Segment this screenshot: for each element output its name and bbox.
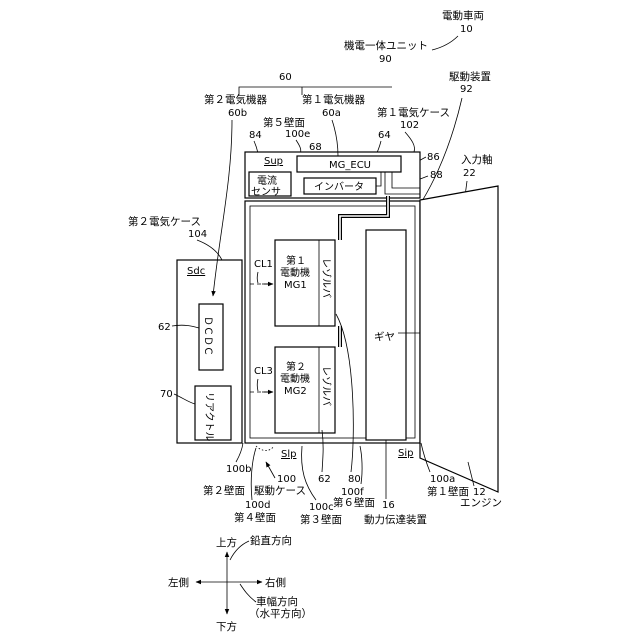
label-drive-device-num: 92 xyxy=(460,84,473,95)
label-wall3: 第３壁面 xyxy=(300,513,342,526)
label-case2: 第２電気ケース xyxy=(128,215,201,228)
label-80: 80 xyxy=(348,474,361,485)
label-84: 84 xyxy=(249,130,262,141)
label-wall4: 第４壁面 xyxy=(234,511,276,524)
label-elec1-num: 60a xyxy=(322,108,341,119)
label-86: 86 xyxy=(427,152,440,163)
label-power-trans: 動力伝達装置 xyxy=(364,513,427,526)
label-62b: 62 xyxy=(318,474,331,485)
label-current-2: センサ xyxy=(251,186,281,198)
label-up: 上方 xyxy=(216,536,237,549)
label-mg1-a: 第１ xyxy=(286,254,306,267)
label-drive-device: 駆動装置 xyxy=(449,70,491,83)
label-16: 16 xyxy=(382,500,395,511)
label-case1: 第１電気ケース xyxy=(377,106,450,119)
label-resolver-1: レゾルバ xyxy=(320,258,332,298)
label-dcdc: ＤＣＤＣ xyxy=(202,316,213,356)
label-gear: ギヤ xyxy=(374,331,395,343)
label-sup: Sup xyxy=(264,156,283,167)
label-elec2-num: 60b xyxy=(228,108,247,119)
leader-case1 xyxy=(405,132,415,152)
label-mg2-a: 第２ xyxy=(286,360,306,373)
label-64: 64 xyxy=(378,130,391,141)
dotted-100d xyxy=(256,446,274,451)
label-left: 左側 xyxy=(168,576,189,589)
label-elec1: 第１電気機器 xyxy=(302,93,365,106)
leader-width-dir xyxy=(240,584,256,602)
label-wall2: 第２壁面 xyxy=(203,484,245,497)
label-mg-ecu: MG_ECU xyxy=(329,160,371,171)
label-88: 88 xyxy=(430,170,443,181)
label-70: 70 xyxy=(160,389,173,400)
label-mg2-b: 電動機 xyxy=(280,372,310,385)
label-down: 下方 xyxy=(216,620,237,633)
label-right: 右側 xyxy=(265,576,286,589)
label-sip: Sip xyxy=(398,448,413,459)
label-60: 60 xyxy=(279,72,292,83)
label-input-shaft-num: 22 xyxy=(463,168,476,179)
label-elec2: 第２電気機器 xyxy=(204,93,267,106)
label-sdc: Sdc xyxy=(187,266,205,277)
label-cl3: CL3 xyxy=(254,366,273,377)
label-62: 62 xyxy=(158,322,171,333)
label-68: 68 xyxy=(309,142,322,153)
label-width-dir: 車幅方向 xyxy=(256,595,298,608)
label-vertical: 鉛直方向 xyxy=(250,534,292,547)
label-wall5-num: 100e xyxy=(285,129,310,140)
label-engine: エンジン xyxy=(460,497,502,509)
label-current-1: 電流 xyxy=(257,174,277,187)
label-slp: Slp xyxy=(281,449,296,460)
leader-wall2 xyxy=(236,443,243,462)
label-drive-case: 駆動ケース xyxy=(254,484,306,497)
label-wall3-num: 100c xyxy=(309,502,334,513)
label-reactor: リアクトル xyxy=(203,392,215,442)
label-unit-num: 90 xyxy=(379,54,392,65)
label-wall5: 第５壁面 xyxy=(263,116,305,129)
label-horizontal: （水平方向） xyxy=(249,607,312,620)
label-wall4-num: 100d xyxy=(245,500,270,511)
engine-shape xyxy=(420,186,498,492)
label-case1-num: 102 xyxy=(400,120,419,131)
label-case2-num: 104 xyxy=(188,229,207,240)
label-inverter: インバータ xyxy=(314,181,364,193)
label-vehicle: 電動車両 xyxy=(442,9,484,22)
label-drive-case-num: 100 xyxy=(277,474,296,485)
label-wall6: 第６壁面 xyxy=(333,496,375,509)
label-wall1-num: 100a xyxy=(430,474,455,485)
leader-elec1 xyxy=(332,120,338,156)
arrow-100 xyxy=(266,462,275,478)
label-mg2-c: MG2 xyxy=(284,386,307,397)
label-cl1: CL1 xyxy=(254,259,273,270)
label-resolver-2: レゾルバ xyxy=(320,366,332,406)
label-vehicle-num: 10 xyxy=(460,24,473,35)
label-mg1-b: 電動機 xyxy=(280,266,310,279)
leader-vehicle xyxy=(432,36,458,50)
label-input-shaft: 入力軸 xyxy=(461,153,493,166)
label-mg1-c: MG1 xyxy=(284,280,307,291)
label-unit: 機電一体ユニット xyxy=(344,39,428,52)
label-wall2-num: 100b xyxy=(226,464,251,475)
